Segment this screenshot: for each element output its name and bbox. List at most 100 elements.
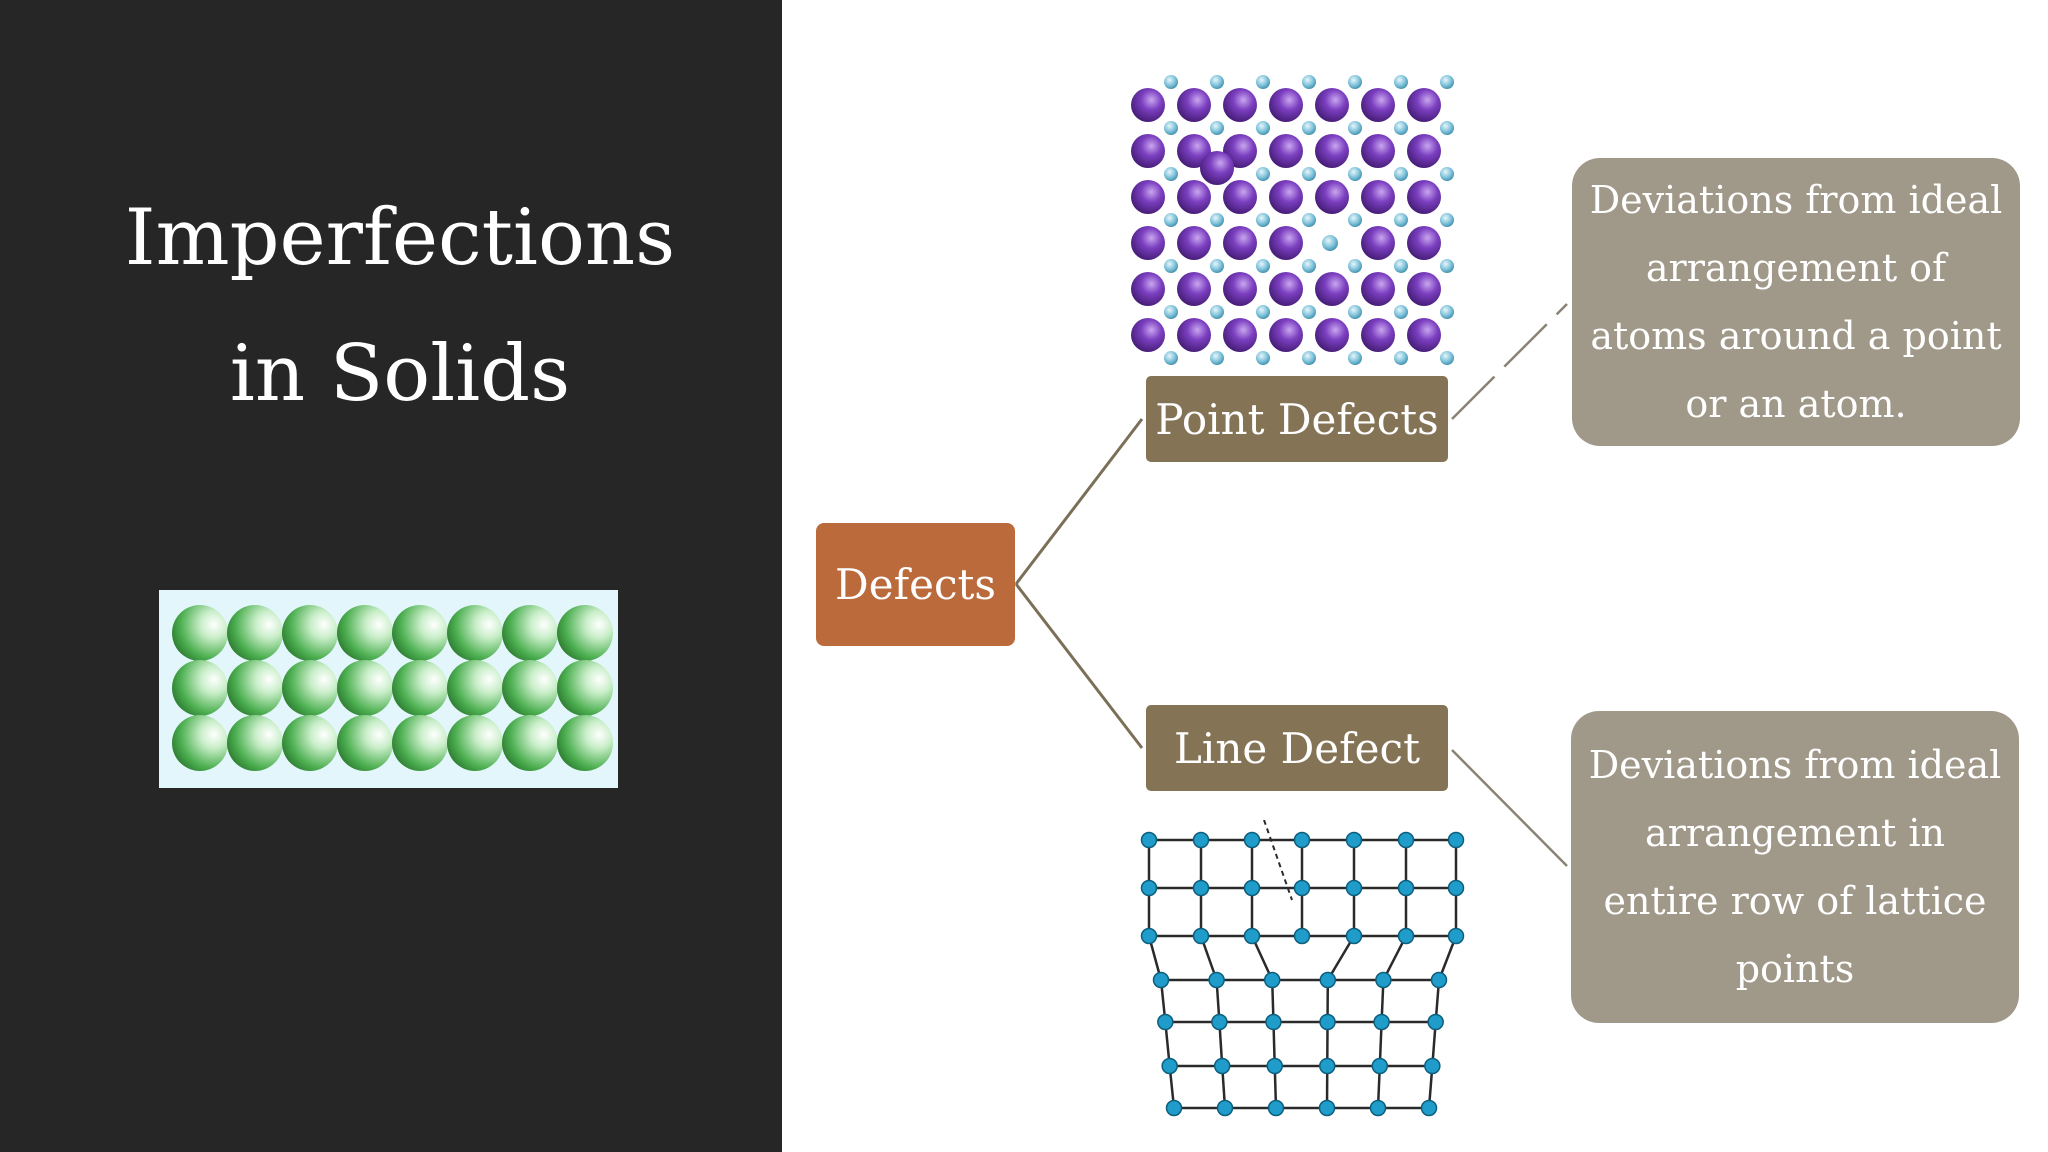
blue-atom	[1348, 259, 1362, 273]
lattice-node	[1293, 831, 1311, 849]
purple-atom	[1361, 318, 1395, 352]
lattice-node	[1263, 971, 1281, 989]
lattice-node	[1345, 831, 1363, 849]
lattice-node	[1165, 1099, 1183, 1117]
green-sphere	[447, 660, 503, 716]
lattice-node	[1430, 971, 1448, 989]
lattice-node	[1375, 971, 1392, 989]
blue-atom	[1348, 75, 1362, 89]
line-defect-description: Deviations from ideal arrangement in ent…	[1588, 743, 2002, 991]
lattice-node	[1345, 879, 1363, 897]
lattice-node	[1211, 1013, 1228, 1031]
blue-atom	[1394, 121, 1408, 135]
lattice-node	[1216, 1099, 1234, 1117]
lattice-node	[1267, 1099, 1285, 1117]
purple-atom	[1407, 88, 1441, 122]
lattice-node	[1265, 1013, 1282, 1031]
green-sphere	[227, 715, 283, 771]
purple-atom	[1269, 88, 1303, 122]
blue-atom	[1440, 121, 1454, 135]
blue-atom	[1440, 213, 1454, 227]
lattice-node	[1318, 1099, 1336, 1117]
purple-atom	[1361, 272, 1395, 306]
lattice-node	[1424, 1057, 1441, 1075]
blue-atom	[1302, 121, 1316, 135]
green-sphere	[447, 605, 503, 661]
lattice-node	[1373, 1013, 1390, 1031]
lattice-node	[1397, 831, 1415, 849]
blue-atom	[1302, 167, 1316, 181]
purple-atom	[1177, 272, 1211, 306]
blue-atom	[1210, 351, 1224, 365]
purple-atom	[1407, 180, 1441, 214]
purple-atom	[1407, 272, 1441, 306]
blue-atom	[1302, 75, 1316, 89]
lattice-node	[1243, 927, 1261, 945]
connector-root-point	[1014, 418, 1144, 585]
blue-atom	[1322, 235, 1338, 251]
purple-atom	[1223, 318, 1257, 352]
blue-atom	[1394, 167, 1408, 181]
lattice-node	[1208, 971, 1225, 989]
line-defect-box[interactable]: Line Defect	[1146, 705, 1448, 791]
point-defects-box[interactable]: Point Defects	[1146, 376, 1448, 462]
defects-root-label: Defects	[835, 560, 996, 609]
green-sphere	[392, 660, 448, 716]
lattice-node	[1345, 927, 1363, 945]
blue-atom	[1164, 121, 1178, 135]
line-defect-description-box[interactable]: Deviations from ideal arrangement in ent…	[1571, 711, 2019, 1023]
blue-atom	[1348, 167, 1362, 181]
lattice-node	[1447, 879, 1465, 897]
blue-atom	[1348, 121, 1362, 135]
purple-atom	[1315, 180, 1349, 214]
lattice-node	[1397, 927, 1415, 945]
lattice-node	[1266, 1057, 1283, 1075]
green-sphere	[282, 715, 338, 771]
lattice-node	[1243, 879, 1261, 897]
blue-atom	[1164, 213, 1178, 227]
lattice-node	[1192, 831, 1210, 849]
defects-root-box[interactable]: Defects	[816, 523, 1015, 646]
blue-atom	[1348, 213, 1362, 227]
lattice-node	[1447, 831, 1465, 849]
lattice-node	[1157, 1013, 1174, 1031]
purple-atom	[1177, 88, 1211, 122]
purple-atom	[1407, 318, 1441, 352]
purple-atom	[1131, 272, 1165, 306]
connector-point-desc	[1451, 303, 1568, 420]
lattice-node	[1293, 927, 1311, 945]
connector-root-line	[1014, 583, 1144, 749]
green-sphere	[392, 605, 448, 661]
blue-atom	[1256, 121, 1270, 135]
purple-atom	[1131, 134, 1165, 168]
green-sphere	[282, 660, 338, 716]
blue-atom	[1164, 305, 1178, 319]
left-panel	[0, 0, 782, 1152]
point-defect-lattice-image	[1124, 60, 1472, 366]
green-sphere	[502, 605, 558, 661]
blue-atom	[1164, 259, 1178, 273]
purple-atom	[1223, 272, 1257, 306]
purple-atom	[1269, 318, 1303, 352]
title-line-1: Imperfections	[124, 193, 676, 283]
purple-atom	[1315, 134, 1349, 168]
slide-title: Imperfections in Solids	[0, 170, 800, 442]
purple-atom	[1361, 180, 1395, 214]
purple-atom	[1177, 226, 1211, 260]
blue-atom	[1302, 351, 1316, 365]
point-defects-description: Deviations from ideal arrangement of ato…	[1589, 178, 2003, 426]
point-defects-description-box[interactable]: Deviations from ideal arrangement of ato…	[1572, 158, 2020, 446]
lattice-node	[1447, 927, 1465, 945]
green-sphere	[392, 715, 448, 771]
blue-atom	[1256, 305, 1270, 319]
lattice-node	[1319, 1057, 1336, 1075]
blue-atom	[1440, 75, 1454, 89]
lattice-node	[1152, 971, 1170, 989]
blue-atom	[1210, 259, 1224, 273]
purple-atom	[1269, 226, 1303, 260]
green-sphere	[557, 715, 613, 771]
blue-atom	[1210, 75, 1224, 89]
green-sphere	[557, 660, 613, 716]
green-sphere	[502, 660, 558, 716]
blue-atom	[1302, 213, 1316, 227]
